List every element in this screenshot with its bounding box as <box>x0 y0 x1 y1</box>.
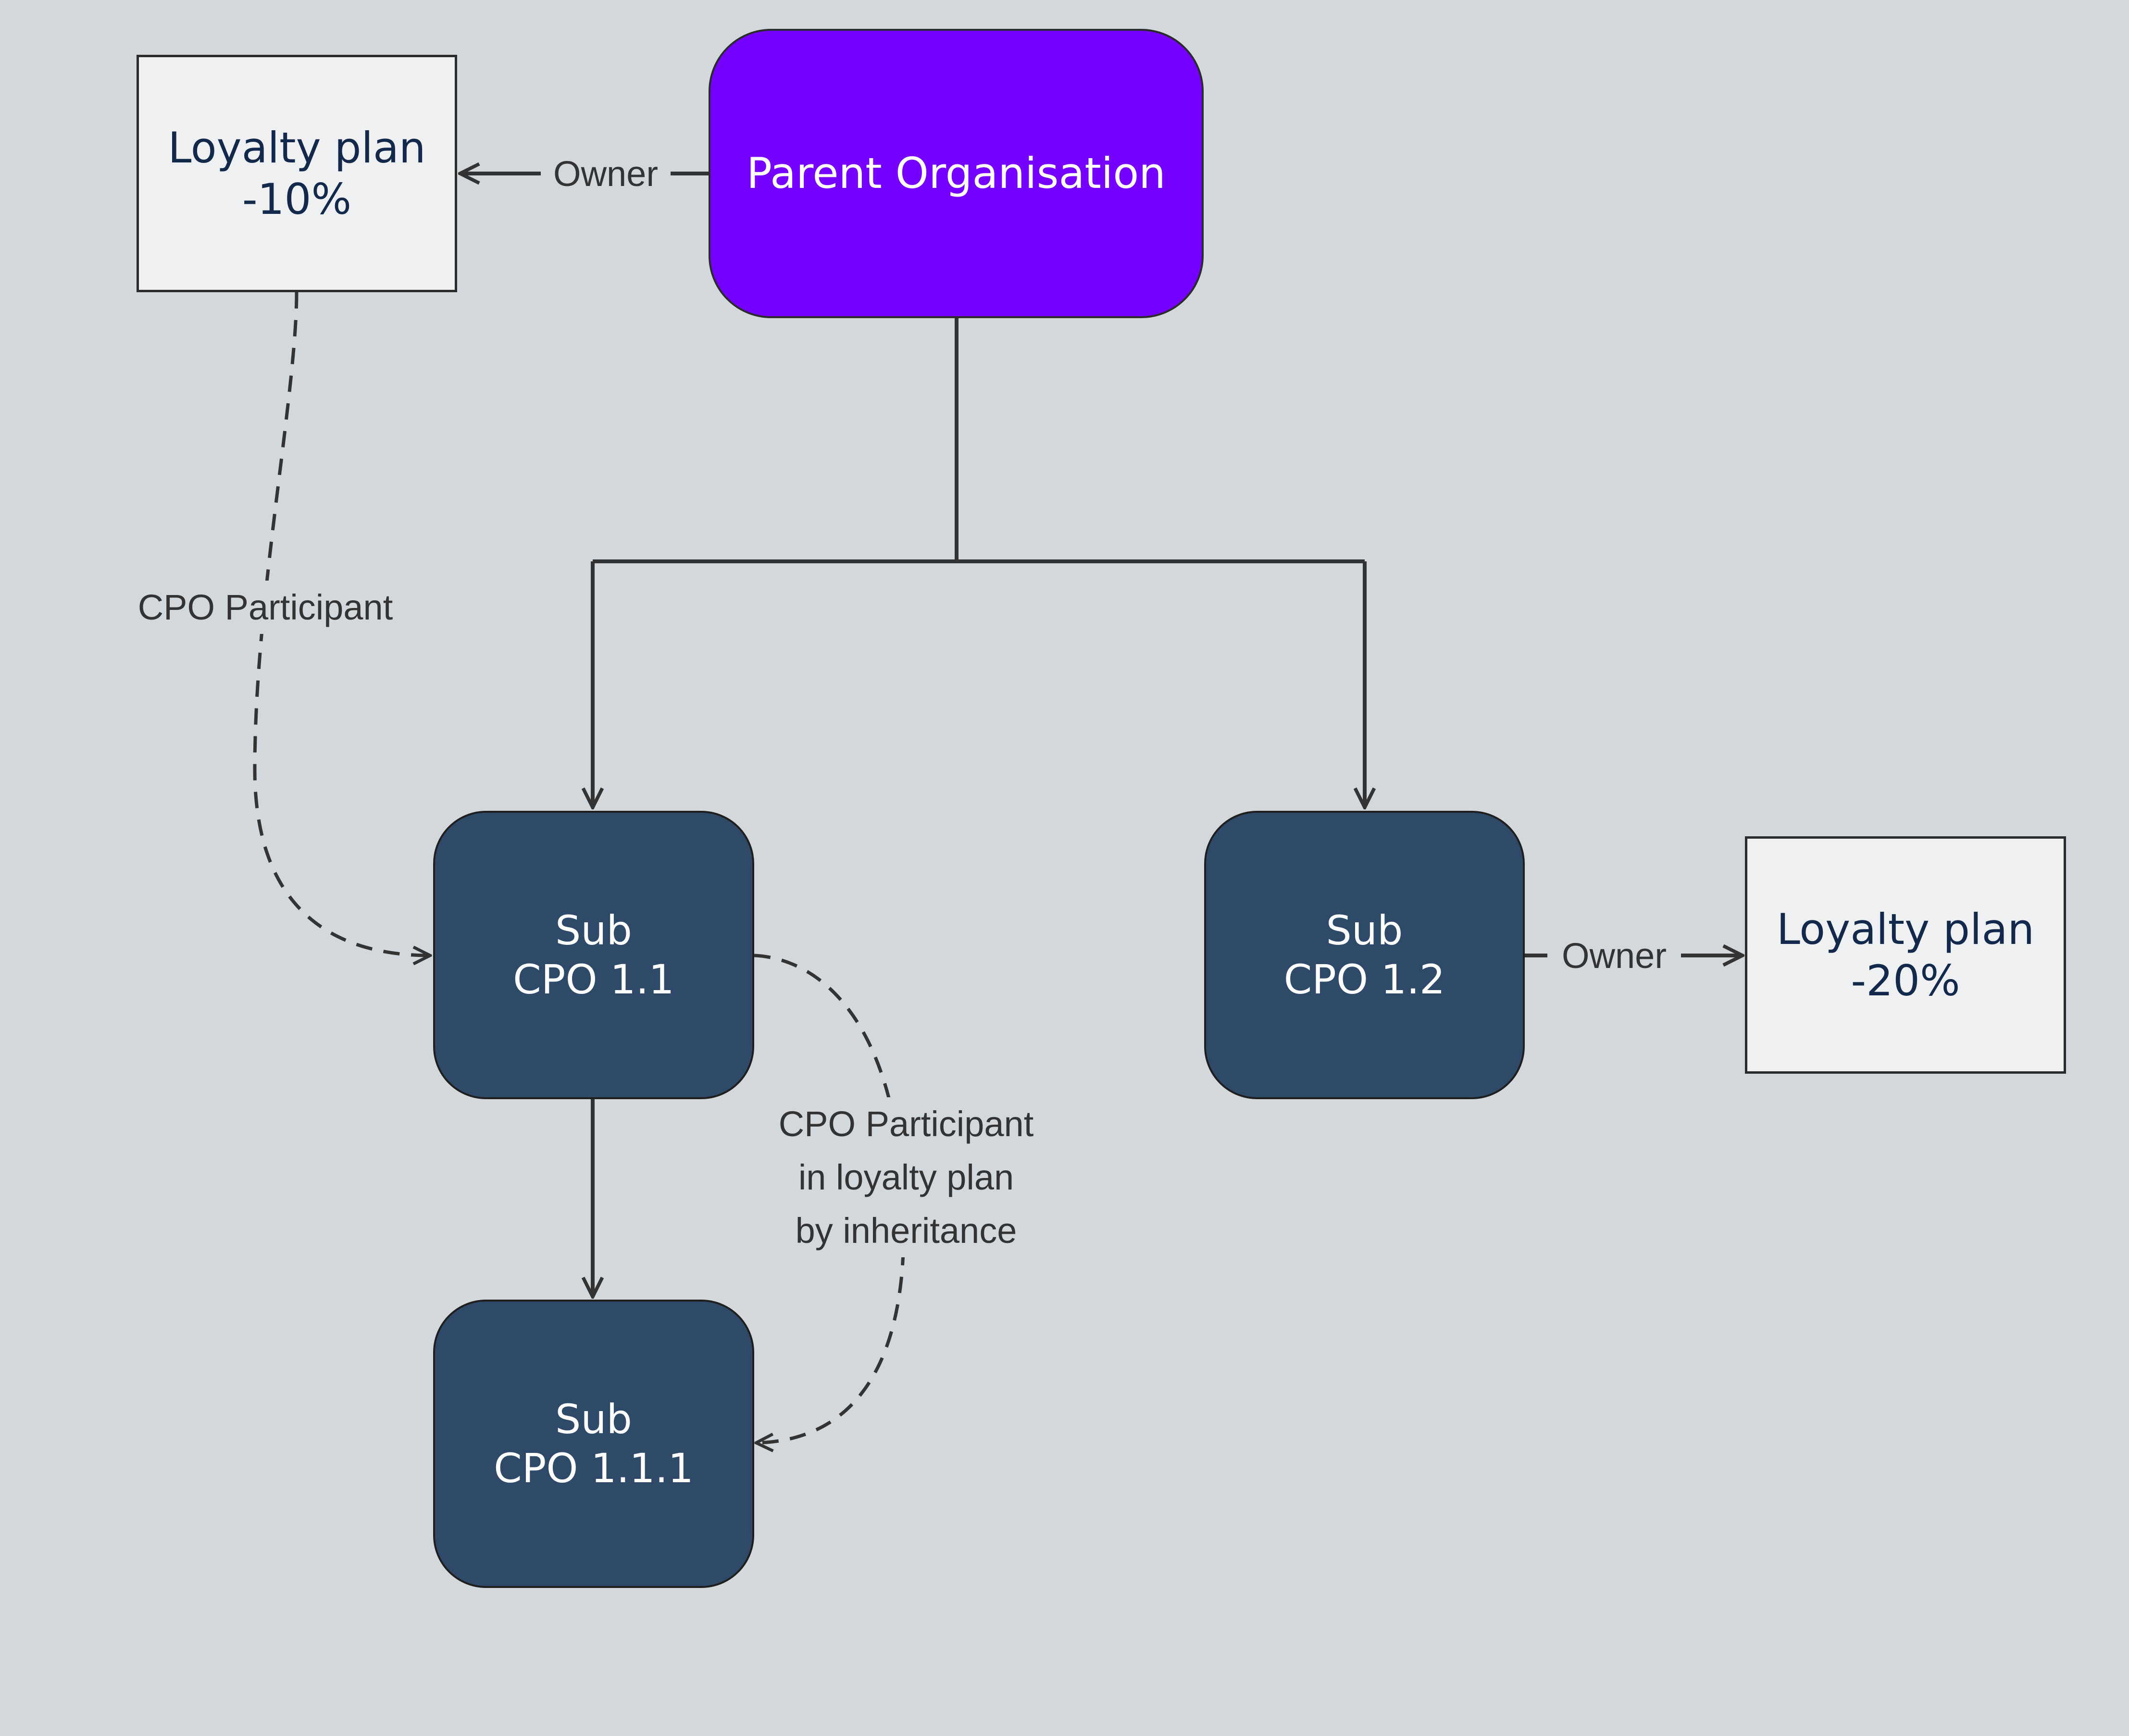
sub-cpo-1-2-node[interactable]: Sub CPO 1.2 <box>1204 811 1525 1099</box>
inheritance-label: CPO Participant in loyalty plan by inher… <box>757 1097 1055 1257</box>
sub-cpo-1-1-line-1: Sub <box>555 906 632 954</box>
sub-cpo-1-1-1-node[interactable]: Sub CPO 1.1.1 <box>433 1300 754 1588</box>
sub-cpo-1-1-1-line-2: CPO 1.1.1 <box>494 1445 694 1492</box>
sub-cpo-1-1-node[interactable]: Sub CPO 1.1 <box>433 811 754 1099</box>
dashed-arrow-participant <box>253 292 430 955</box>
sub-cpo-1-2-line-1: Sub <box>1326 906 1403 954</box>
loyalty-plan-10-value: -10% <box>242 174 352 224</box>
parent-organisation-node[interactable]: Parent Organisation <box>709 29 1204 318</box>
owner-label-parent-text: Owner <box>553 154 658 194</box>
owner-label-parent: Owner <box>541 147 671 200</box>
loyalty-plan-10-title: Loyalty plan <box>168 123 426 173</box>
inheritance-label-line-2: in loyalty plan <box>798 1157 1014 1197</box>
sub-cpo-1-2-line-2: CPO 1.2 <box>1283 956 1445 1003</box>
participant-label-text: CPO Participant <box>137 587 393 627</box>
loyalty-plan-node-10[interactable]: Loyalty plan -10% <box>137 55 457 292</box>
loyalty-plan-20-value: -20% <box>1851 956 1960 1005</box>
owner-label-sub-text: Owner <box>1562 936 1667 976</box>
inheritance-label-line-3: by inheritance <box>795 1211 1017 1251</box>
sub-cpo-1-1-1-line-1: Sub <box>555 1395 632 1443</box>
owner-label-sub: Owner <box>1547 929 1681 982</box>
loyalty-plan-node-20[interactable]: Loyalty plan -20% <box>1745 836 2066 1074</box>
sub-cpo-1-1-line-2: CPO 1.1 <box>513 956 674 1003</box>
parent-organisation-label: Parent Organisation <box>747 149 1166 198</box>
loyalty-plan-20-title: Loyalty plan <box>1776 904 2035 954</box>
participant-label: CPO Participant <box>126 581 405 634</box>
inheritance-label-line-1: CPO Participant <box>778 1104 1034 1144</box>
